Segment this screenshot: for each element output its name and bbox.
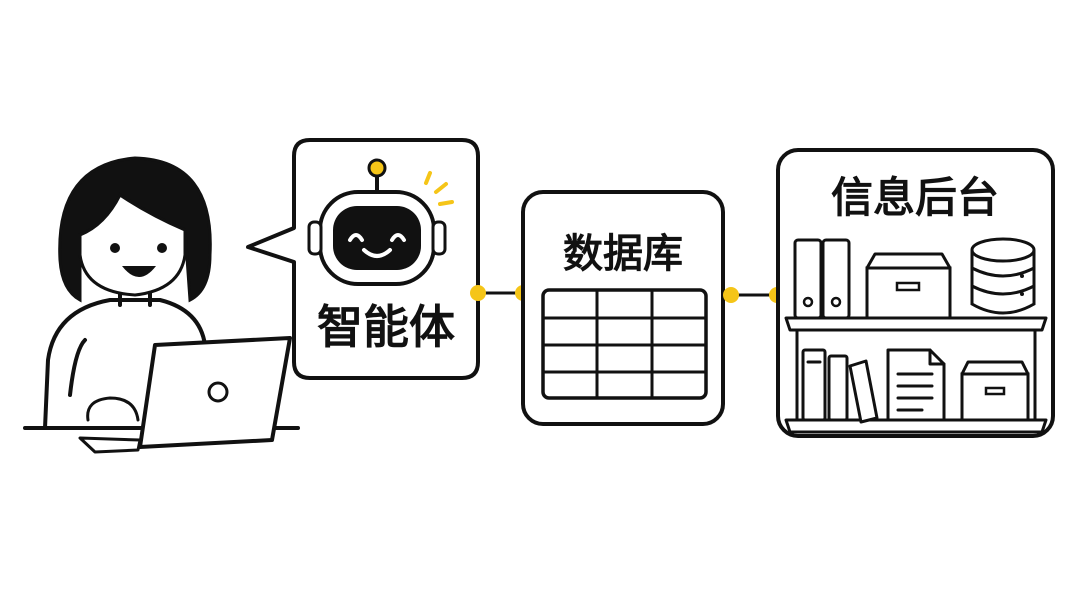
database-node: 数据库: [521, 190, 725, 426]
robot-face-screen: [333, 206, 421, 270]
book-icon: [801, 348, 879, 424]
shelf-bottom: [784, 418, 1048, 434]
shelf-top: [784, 316, 1048, 332]
robot-smile: [362, 248, 392, 258]
person-eye-right: [157, 243, 167, 253]
table-icon: [541, 288, 708, 400]
robot-ear-right: [431, 220, 447, 256]
laptop-logo: [207, 381, 229, 403]
person-arm: [68, 338, 87, 397]
connector-database-backend: [723, 287, 785, 303]
person-eye-left: [110, 243, 120, 253]
robot-antenna-bulb: [367, 158, 387, 178]
database-label: 数据库: [563, 231, 683, 277]
robot-ear-left: [307, 220, 323, 256]
robot-icon: [307, 158, 454, 286]
backend-label: 信息后台: [831, 173, 999, 222]
laptop-screen: [138, 336, 292, 449]
storage-box-icon: [960, 360, 1030, 422]
person-with-laptop-icon: [23, 156, 300, 454]
person-torso: [43, 298, 207, 430]
laptop-keyboard: [78, 436, 142, 454]
robot-eye-left: [348, 233, 364, 242]
person-face: [78, 192, 187, 297]
storage-box-icon: [865, 252, 952, 320]
agent-label: 智能体: [317, 300, 455, 354]
person-hand: [86, 396, 140, 422]
connector-dot-start: [723, 287, 739, 303]
database-cylinder-icon: [970, 237, 1036, 315]
person-smile: [122, 266, 156, 277]
connector-dot-start: [470, 285, 486, 301]
binder-icon: [793, 238, 851, 320]
agent-node: 智能体: [246, 138, 480, 380]
document-icon: [886, 348, 946, 422]
robot-eye-right: [390, 233, 406, 242]
robot-sparkle-icon: [424, 171, 454, 206]
backend-node: 信息后台: [776, 148, 1055, 438]
